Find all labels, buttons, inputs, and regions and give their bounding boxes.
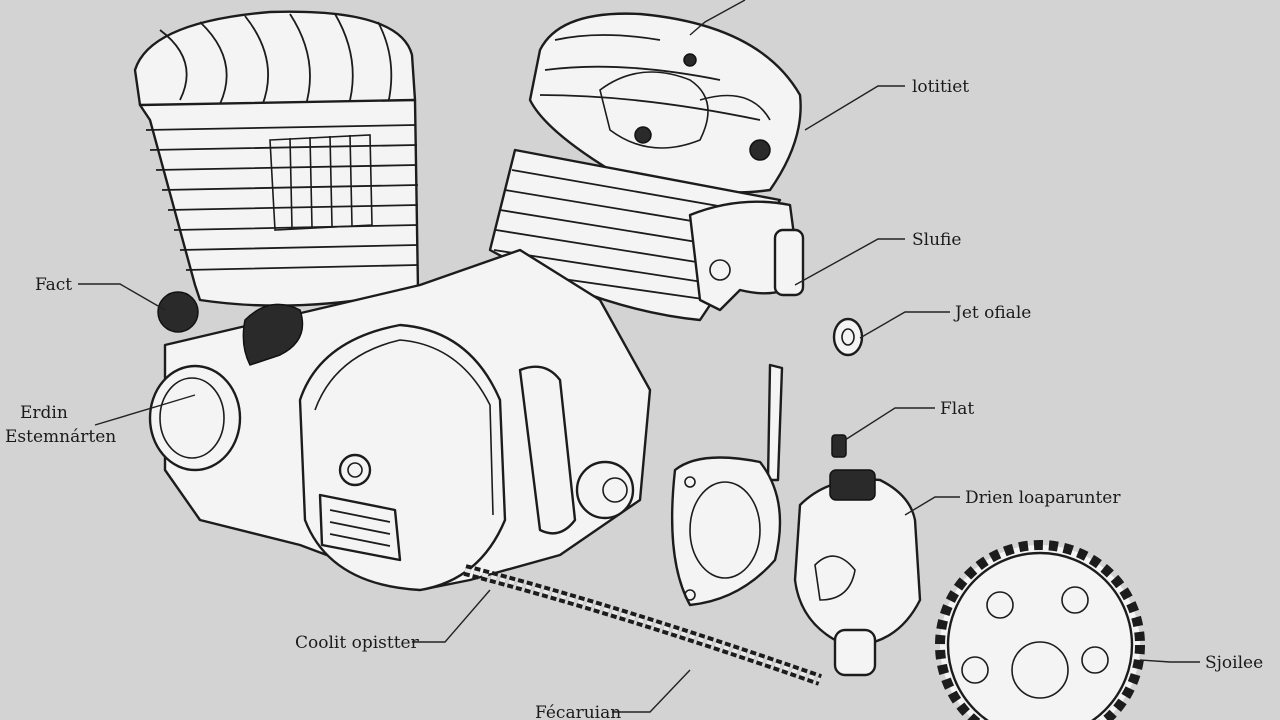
right-cylinder-head xyxy=(528,12,802,194)
spark-plug-caps xyxy=(157,291,304,366)
label-left-1: Fact xyxy=(35,275,72,295)
label-right-5: Drien loaparunter xyxy=(965,488,1121,508)
small-nut xyxy=(831,434,847,458)
sprocket xyxy=(935,540,1145,720)
label-bottom-2: Fécaruian xyxy=(535,703,621,720)
gasket-flange xyxy=(670,456,782,607)
label-right-3: Jet ofiale xyxy=(953,303,1031,323)
label-right-6: Sjoilee xyxy=(1205,653,1263,673)
drive-chain xyxy=(463,564,822,686)
label-top-right-1: lotitiet xyxy=(912,77,969,97)
label-right-2: Slufie xyxy=(912,230,961,250)
bracket xyxy=(766,363,784,482)
washer xyxy=(832,317,864,357)
left-cylinder-barrel xyxy=(138,98,420,307)
label-right-4: Flat xyxy=(940,399,974,419)
leader-lines xyxy=(78,0,1200,713)
intake-port xyxy=(148,364,242,472)
label-left-2-line1: Erdin xyxy=(20,403,68,423)
carburetor xyxy=(688,200,805,312)
pump-assembly xyxy=(793,469,922,677)
left-cylinder-head xyxy=(133,10,417,113)
label-bottom-1: Coolit opistter xyxy=(295,633,420,653)
label-left-2-line2: Estemnárten xyxy=(5,427,116,447)
